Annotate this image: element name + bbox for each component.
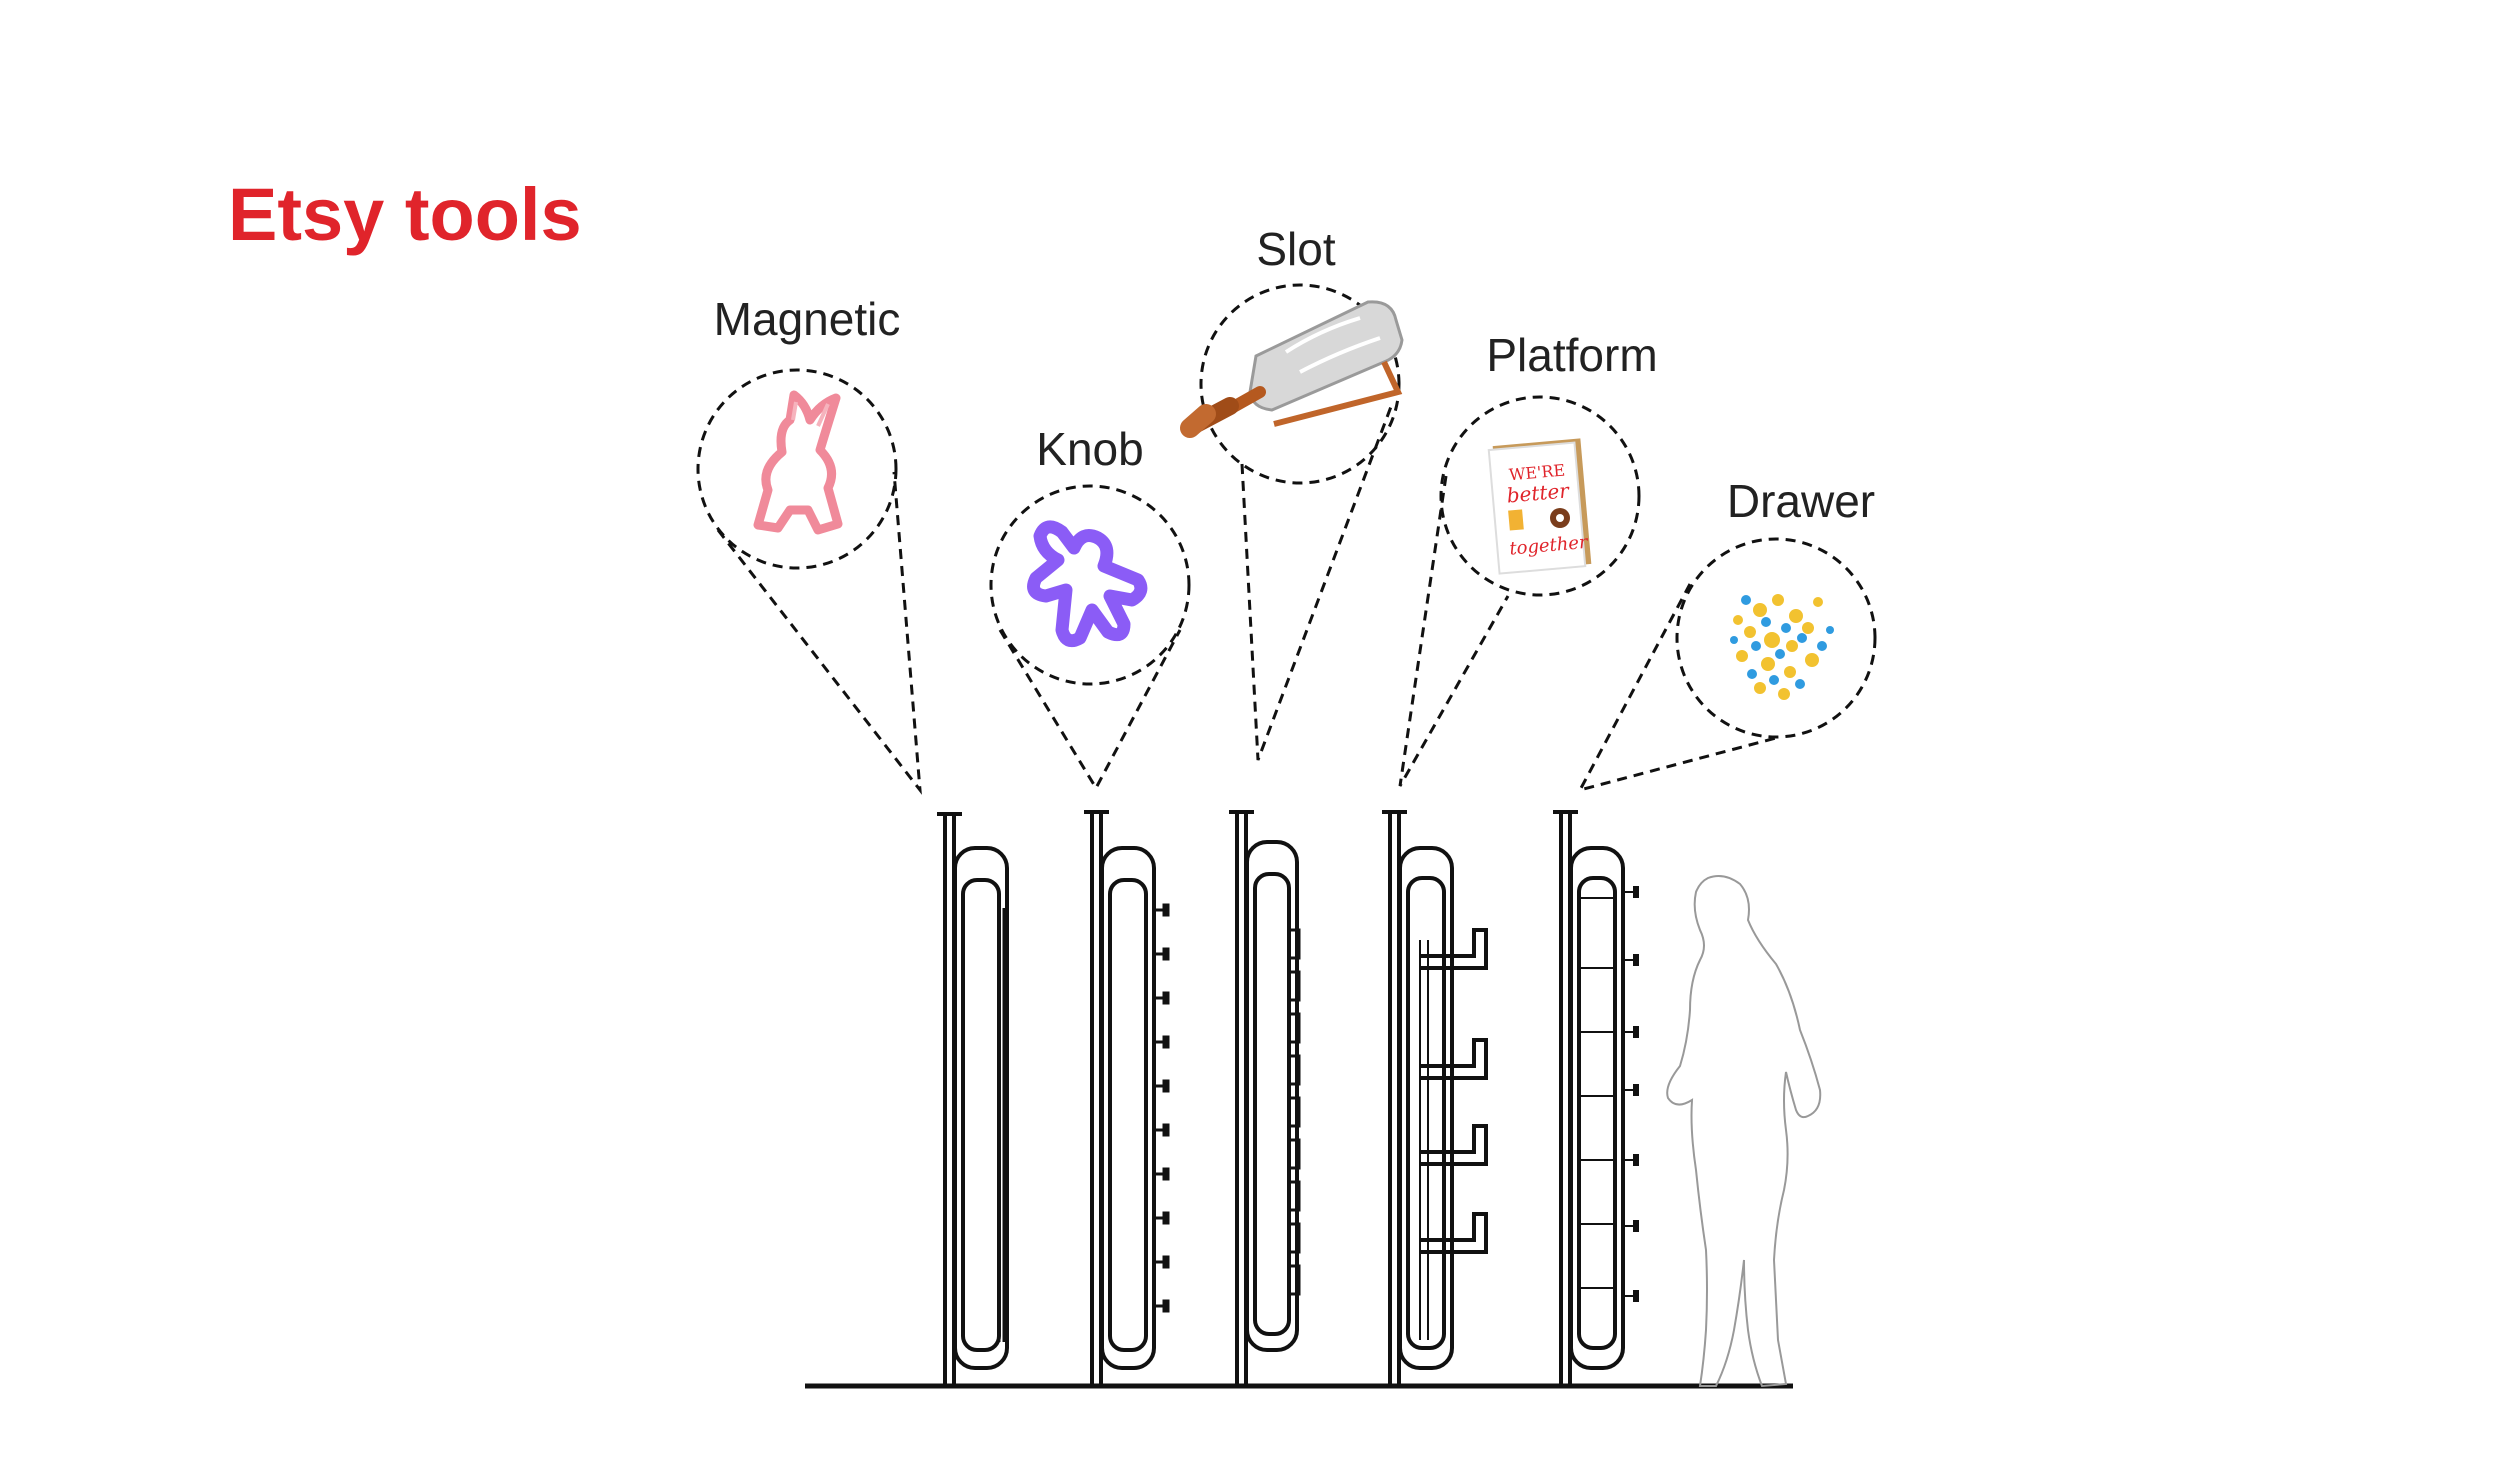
storage-unit-knob bbox=[1084, 810, 1156, 1386]
slot-openings bbox=[1287, 928, 1301, 1296]
svg-text:WE'RE: WE'RE bbox=[1508, 461, 1566, 485]
gingerbread-cookie-cutter-icon bbox=[1027, 520, 1148, 648]
storage-unit-magnetic bbox=[937, 812, 1009, 1386]
svg-text:better: better bbox=[1506, 478, 1571, 507]
callout-circle-magnetic bbox=[696, 368, 898, 570]
knob-pegs bbox=[1154, 903, 1170, 1313]
callout-leader-drawer bbox=[1577, 583, 1777, 793]
callout-leader-platform bbox=[1398, 475, 1510, 787]
platform-shelves bbox=[1420, 928, 1488, 1254]
label-magnetic: Magnetic bbox=[713, 293, 901, 345]
drawer-dividers bbox=[1579, 886, 1639, 1302]
callout-leader-slot bbox=[1240, 403, 1394, 761]
callout-circle-slot bbox=[1199, 283, 1401, 485]
callout-circle-knob bbox=[989, 484, 1191, 686]
storage-unit-slot bbox=[1229, 810, 1299, 1386]
storage-unit-platform bbox=[1382, 810, 1454, 1386]
callout-leader-knob bbox=[998, 629, 1182, 792]
label-platform: Platform bbox=[1486, 329, 1658, 381]
label-drawer: Drawer bbox=[1726, 475, 1876, 527]
callout-circle-drawer bbox=[1675, 537, 1877, 739]
storage-unit-drawer bbox=[1553, 810, 1625, 1386]
sprinkles-icon bbox=[1730, 594, 1834, 700]
callout-circle-platform bbox=[1439, 395, 1641, 597]
page-title: Etsy tools bbox=[228, 173, 582, 256]
person-silhouette bbox=[1666, 875, 1822, 1388]
rolling-pin-icon bbox=[1180, 300, 1404, 438]
greeting-card-icon: WE'RE better together bbox=[1487, 438, 1592, 575]
label-slot: Slot bbox=[1256, 223, 1336, 275]
label-knob: Knob bbox=[1036, 423, 1144, 475]
bunny-cookie-cutter-icon bbox=[753, 390, 843, 535]
callout-leader-magnetic bbox=[716, 471, 922, 795]
